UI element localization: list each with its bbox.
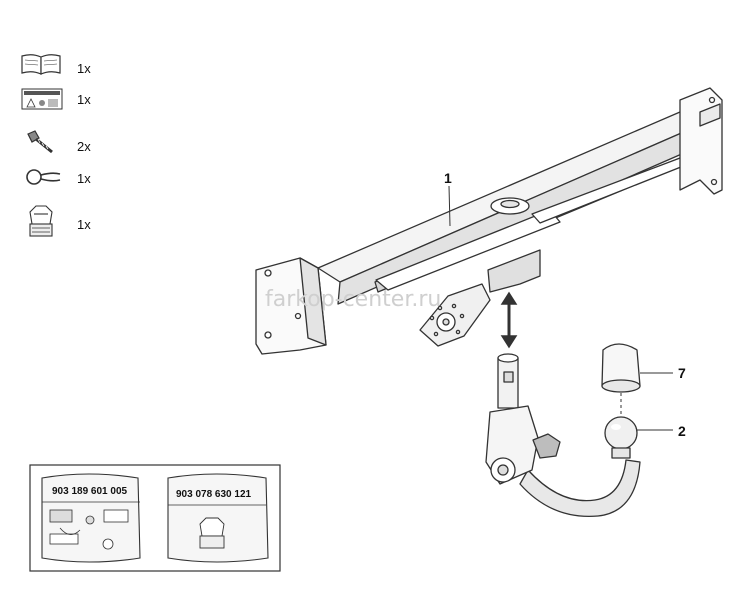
callout-2-label: 2 — [678, 423, 686, 439]
ball-neck — [485, 353, 641, 518]
bag-right — [167, 473, 269, 563]
bolt-icon — [27, 130, 53, 154]
crossbar — [255, 87, 723, 355]
manual-book-icon — [21, 54, 61, 75]
bag-right-part-number: 903 078 630 121 — [176, 489, 252, 500]
socket-cover-icon — [29, 205, 53, 237]
legend-qty-manual: 1x — [77, 61, 91, 76]
ball-cap — [601, 343, 641, 414]
callout-1: 1 — [444, 170, 452, 227]
bag-right-socket-cover-icon — [199, 517, 225, 549]
legend-qty-bolt: 2x — [77, 139, 91, 154]
snap-ring-icon — [26, 169, 61, 185]
callout-2: 2 — [637, 423, 686, 439]
bag-left-contents-icon — [49, 509, 129, 550]
callout-7-label: 7 — [678, 365, 686, 381]
legend-qty-cover: 1x — [77, 217, 91, 232]
callout-7: 7 — [640, 365, 686, 381]
bag-left — [41, 473, 141, 563]
warning-label-icon — [21, 88, 63, 110]
insert-direction-arrow — [500, 291, 518, 349]
legend-qty-label: 1x — [77, 92, 91, 107]
legend-qty-ring: 1x — [77, 171, 91, 186]
bag-left-part-number: 903 189 601 005 — [52, 486, 128, 497]
watermark: farkop-center.ru — [265, 287, 441, 312]
callout-1-label: 1 — [444, 170, 452, 186]
